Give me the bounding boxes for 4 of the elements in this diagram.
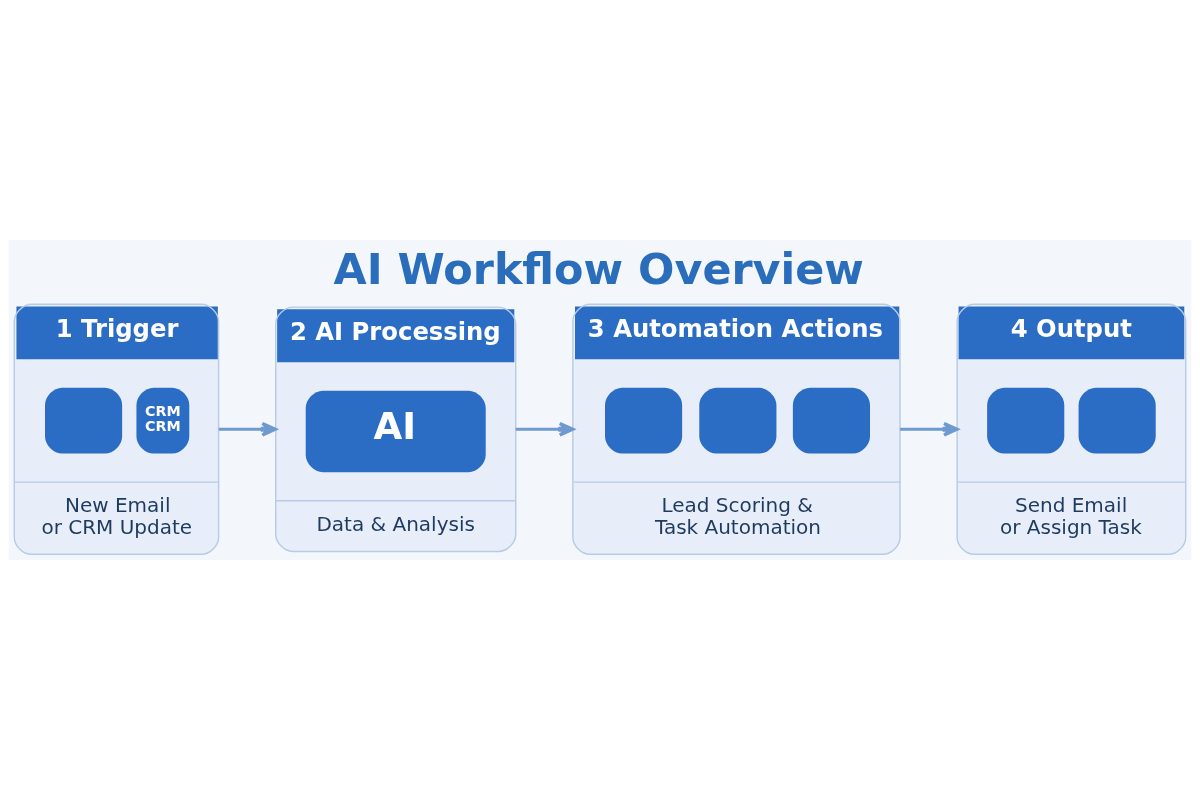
arrow bbox=[218, 421, 277, 437]
arrow bbox=[515, 421, 575, 437]
diagram-title: AI Workflow Overview bbox=[333, 244, 864, 295]
arrow bbox=[900, 421, 959, 437]
